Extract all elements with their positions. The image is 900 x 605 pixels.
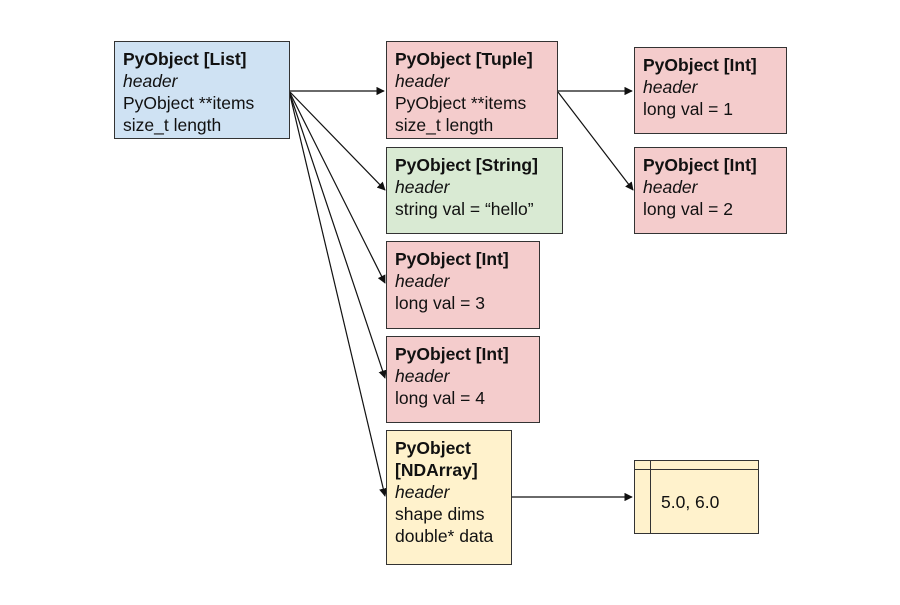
node-field: double* data bbox=[395, 526, 494, 546]
node-field: size_t length bbox=[123, 115, 222, 135]
node-field: long val = 4 bbox=[395, 388, 485, 408]
node-title: PyObject [String] bbox=[395, 155, 538, 175]
node-field: shape dims bbox=[395, 504, 485, 524]
buffer-column-divider bbox=[650, 461, 651, 533]
node-header: header bbox=[643, 177, 698, 197]
node-header: header bbox=[123, 71, 178, 91]
node-title: PyObject [Int] bbox=[643, 155, 757, 175]
node-header: header bbox=[395, 366, 450, 386]
edge-list-to-string bbox=[289, 91, 386, 191]
edge-list-to-int4 bbox=[289, 93, 387, 379]
node-header: header bbox=[395, 71, 450, 91]
node-int-1: PyObject [Int] header long val = 1 bbox=[634, 47, 787, 134]
node-field: long val = 2 bbox=[643, 199, 733, 219]
edge-list-to-int3 bbox=[289, 92, 386, 284]
node-field: PyObject **items bbox=[395, 93, 527, 113]
node-tuple: PyObject [Tuple] header PyObject **items… bbox=[386, 41, 558, 139]
node-string: PyObject [String] header string val = “h… bbox=[386, 147, 563, 234]
node-field: long val = 3 bbox=[395, 293, 485, 313]
node-header: header bbox=[395, 482, 450, 502]
node-ndarray: PyObject [NDArray] header shape dims dou… bbox=[386, 430, 512, 565]
node-title: PyObject [Tuple] bbox=[395, 49, 533, 69]
node-title-line-1: PyObject bbox=[395, 438, 471, 458]
node-title: PyObject [Int] bbox=[395, 344, 509, 364]
node-header: header bbox=[395, 177, 450, 197]
node-field: PyObject **items bbox=[123, 93, 255, 113]
data-buffer: 5.0, 6.0 bbox=[634, 460, 759, 534]
node-title: PyObject [List] bbox=[123, 49, 247, 69]
node-list: PyObject [List] header PyObject **items … bbox=[114, 41, 290, 139]
edge-tuple-to-int2 bbox=[557, 91, 634, 191]
node-title: PyObject [Int] bbox=[643, 55, 757, 75]
edge-list-to-ndarray bbox=[289, 94, 388, 497]
node-field: string val = “hello” bbox=[395, 199, 534, 219]
node-int-3: PyObject [Int] header long val = 3 bbox=[386, 241, 540, 329]
node-int-4: PyObject [Int] header long val = 4 bbox=[386, 336, 540, 423]
node-int-2: PyObject [Int] header long val = 2 bbox=[634, 147, 787, 234]
buffer-values: 5.0, 6.0 bbox=[661, 492, 720, 512]
node-field: long val = 1 bbox=[643, 99, 733, 119]
node-header: header bbox=[643, 77, 698, 97]
node-field: size_t length bbox=[395, 115, 494, 135]
node-title-line-2: [NDArray] bbox=[395, 460, 478, 480]
node-title: PyObject [Int] bbox=[395, 249, 509, 269]
node-header: header bbox=[395, 271, 450, 291]
buffer-row-divider bbox=[635, 469, 758, 470]
